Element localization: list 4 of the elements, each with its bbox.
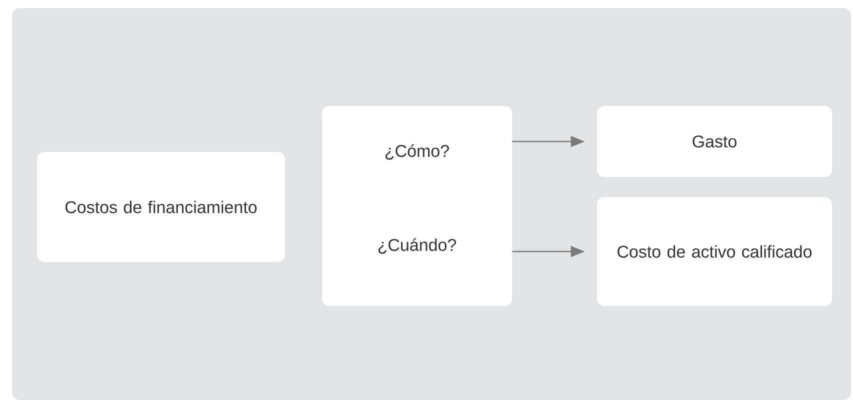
text-box: Gasto <box>597 106 832 177</box>
question-box: ¿Cómo? ¿Cuándo? <box>322 106 512 306</box>
text-box: Costo de activo calificado <box>597 197 832 306</box>
text-box: Costos de financiamiento <box>37 152 285 262</box>
